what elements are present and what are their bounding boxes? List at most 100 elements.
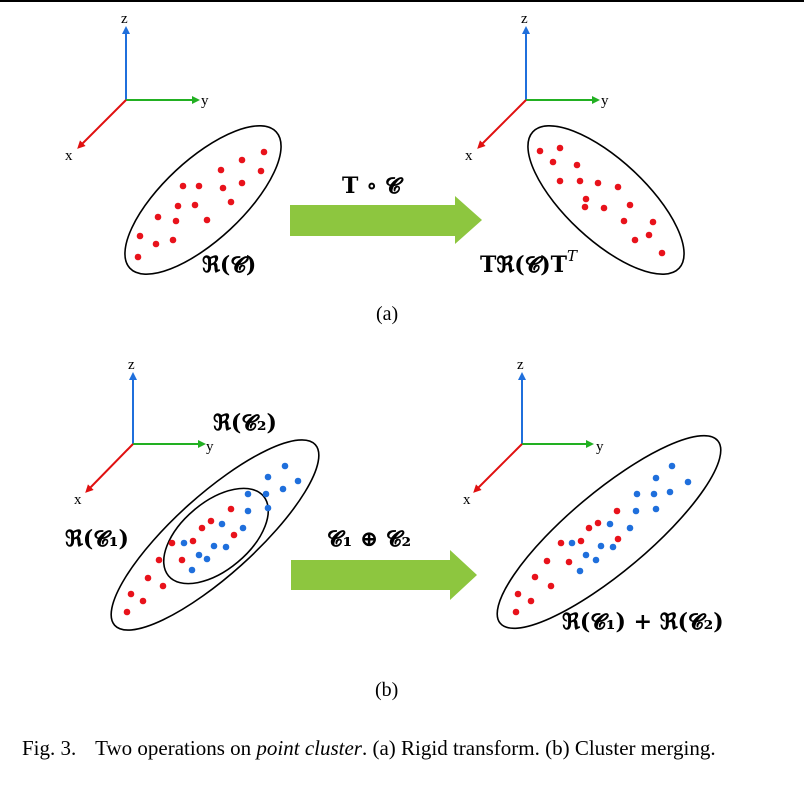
point xyxy=(207,517,215,525)
point xyxy=(632,507,640,515)
point xyxy=(159,582,167,590)
point xyxy=(652,505,660,513)
point xyxy=(244,507,252,515)
point xyxy=(281,462,289,470)
point xyxy=(606,520,614,528)
x-axis-label: x xyxy=(463,492,471,508)
point xyxy=(512,608,520,616)
point xyxy=(219,184,227,192)
point xyxy=(227,505,235,513)
point xyxy=(217,166,225,174)
figure-canvas: z y x ℜ(𝓒) T ∘ 𝓒 z y x xyxy=(65,11,724,701)
point xyxy=(626,201,634,209)
point xyxy=(136,232,144,240)
point xyxy=(658,249,666,257)
point xyxy=(531,573,539,581)
top-rule xyxy=(0,0,804,2)
operator-a: T ∘ 𝓒 xyxy=(342,173,404,199)
axes-b-left: z y x xyxy=(74,357,214,508)
transform-arrow-a xyxy=(290,196,482,244)
point xyxy=(609,543,617,551)
point xyxy=(600,204,608,212)
point xyxy=(238,179,246,187)
point xyxy=(645,231,653,239)
panel-label-b: (b) xyxy=(375,679,398,701)
point xyxy=(594,519,602,527)
point xyxy=(565,558,573,566)
points-merged-blue xyxy=(568,462,692,575)
point xyxy=(178,556,186,564)
point xyxy=(547,582,555,590)
x-axis xyxy=(473,443,523,493)
label-merged: ℜ(𝓒₁) + ℜ(𝓒₂) xyxy=(562,609,724,635)
label-t-r-c-tt: Tℜ(𝓒)TT xyxy=(480,247,578,278)
point xyxy=(585,524,593,532)
point xyxy=(262,490,270,498)
y-axis-label: y xyxy=(596,439,604,455)
points-a-left xyxy=(134,148,268,261)
point xyxy=(154,213,162,221)
axes-a-right: z y x xyxy=(465,11,609,164)
y-axis-label: y xyxy=(201,93,209,109)
ellipse-cluster-2 xyxy=(110,439,320,631)
point xyxy=(684,478,692,486)
ellipse-merged xyxy=(496,434,722,630)
x-axis-label: x xyxy=(74,492,82,508)
x-axis-label: x xyxy=(465,148,473,164)
point xyxy=(649,218,657,226)
point xyxy=(139,597,147,605)
point xyxy=(652,474,660,482)
point xyxy=(633,490,641,498)
point xyxy=(191,201,199,209)
point xyxy=(631,236,639,244)
x-axis xyxy=(477,99,527,149)
caption-emphasis: point cluster xyxy=(256,736,362,760)
ellipse-a-left xyxy=(124,124,282,276)
merge-arrow-b xyxy=(291,550,477,600)
point xyxy=(123,608,131,616)
z-axis-label: z xyxy=(128,357,135,373)
point xyxy=(556,177,564,185)
point xyxy=(294,477,302,485)
label-r-c2: ℜ(𝓒₂) xyxy=(213,410,277,436)
point xyxy=(581,203,589,211)
point xyxy=(668,462,676,470)
point xyxy=(155,556,163,564)
point xyxy=(568,539,576,547)
x-axis-label: x xyxy=(65,148,73,164)
point xyxy=(549,158,557,166)
operator-b: 𝓒₁ ⊕ 𝓒₂ xyxy=(327,526,411,552)
points-cluster-2 xyxy=(180,462,302,574)
point xyxy=(613,507,621,515)
point xyxy=(169,236,177,244)
point xyxy=(264,473,272,481)
panel-label-a: (a) xyxy=(376,303,398,325)
point xyxy=(650,490,658,498)
point xyxy=(597,542,605,550)
point xyxy=(514,590,522,598)
point xyxy=(222,543,230,551)
point xyxy=(576,567,584,575)
figure-caption: Fig. 3. Two operations on point cluster.… xyxy=(22,734,800,762)
points-a-right xyxy=(536,144,666,257)
point xyxy=(188,566,196,574)
point xyxy=(257,167,265,175)
point xyxy=(152,240,160,248)
point xyxy=(626,524,634,532)
point xyxy=(577,537,585,545)
point xyxy=(198,524,206,532)
point xyxy=(174,202,182,210)
axes-a-left: z y x xyxy=(65,11,209,164)
point xyxy=(620,217,628,225)
point xyxy=(230,531,238,539)
point xyxy=(203,216,211,224)
point xyxy=(189,537,197,545)
point xyxy=(227,198,235,206)
points-cluster-1 xyxy=(123,505,238,616)
point xyxy=(573,161,581,169)
point xyxy=(576,177,584,185)
point xyxy=(536,147,544,155)
point xyxy=(556,144,564,152)
point xyxy=(666,488,674,496)
point xyxy=(180,539,188,547)
